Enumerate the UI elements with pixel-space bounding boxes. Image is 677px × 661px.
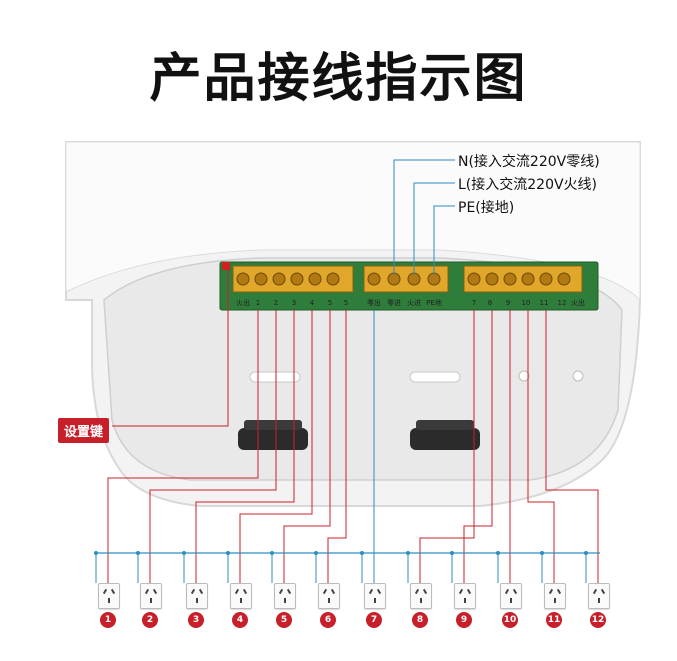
output-socket xyxy=(140,583,162,609)
output-socket xyxy=(364,583,386,609)
output-number: 4 xyxy=(232,612,248,628)
terminal-label: 9 xyxy=(506,299,510,307)
output-socket xyxy=(318,583,340,609)
output-socket xyxy=(588,583,610,609)
output-socket xyxy=(274,583,296,609)
setup-key-line xyxy=(112,268,229,427)
output-wire xyxy=(283,310,331,583)
terminal-label: 2 xyxy=(274,299,278,307)
callout-live: L(接入交流220V火线) xyxy=(458,177,598,193)
output-socket xyxy=(98,583,120,609)
output-number: 9 xyxy=(456,612,472,628)
output-socket xyxy=(454,583,476,609)
mount-slot-left xyxy=(249,371,301,383)
cable-gland-right xyxy=(410,420,480,450)
output-wire xyxy=(195,310,295,583)
output-number: 1 xyxy=(100,612,116,628)
output-wire xyxy=(239,310,313,583)
output-number: 11 xyxy=(546,612,562,628)
output-number: 6 xyxy=(320,612,336,628)
terminal-label: 11 xyxy=(540,299,549,307)
terminal-block-right xyxy=(463,265,583,293)
output-socket xyxy=(230,583,252,609)
page-title: 产品接线指示图 xyxy=(149,49,528,109)
terminal-label: 5 xyxy=(344,299,348,307)
output-socket xyxy=(500,583,522,609)
output-wire xyxy=(419,310,475,583)
output-wire xyxy=(463,310,493,583)
terminal-block-left xyxy=(232,265,354,293)
output-number: 2 xyxy=(142,612,158,628)
terminal-block-middle xyxy=(363,265,449,293)
callout-ground: PE(接地) xyxy=(458,200,515,216)
screw-hole xyxy=(572,370,584,382)
terminal-label: 火出 xyxy=(571,298,585,307)
terminal-label: 10 xyxy=(522,299,531,307)
reset-led xyxy=(222,262,230,270)
bus-dots xyxy=(94,551,588,583)
output-number: 10 xyxy=(502,612,518,628)
screw-hole xyxy=(518,370,530,382)
callout-lines xyxy=(393,159,455,275)
output-wires xyxy=(107,310,599,583)
terminal-label: PE地 xyxy=(426,298,442,307)
terminal-label: 1 xyxy=(256,299,260,307)
terminal-label: 火进 xyxy=(407,299,421,307)
output-socket xyxy=(410,583,432,609)
setup-key-label: 设置键 xyxy=(58,418,110,443)
terminal-label: 4 xyxy=(310,299,315,307)
output-socket xyxy=(544,583,566,609)
output-wire xyxy=(527,310,555,583)
mount-slot-right xyxy=(409,371,461,383)
output-number: 12 xyxy=(590,612,606,628)
output-wire xyxy=(149,310,277,583)
callout-neutral: N(接入交流220V零线) xyxy=(458,154,600,170)
terminal-label: 火出 xyxy=(236,298,250,307)
cable-gland-left xyxy=(238,420,308,450)
terminal-label: 5 xyxy=(328,299,332,307)
terminal-label: 7 xyxy=(472,299,476,307)
output-wire xyxy=(545,310,599,583)
terminal-label: 8 xyxy=(488,299,492,307)
output-number: 7 xyxy=(366,612,382,628)
output-wire xyxy=(327,310,347,583)
output-socket xyxy=(186,583,208,609)
device-cover xyxy=(65,141,641,302)
output-number: 5 xyxy=(276,612,292,628)
terminal-label: 零出 xyxy=(367,298,381,307)
output-number: 8 xyxy=(412,612,428,628)
terminal-label: 12 xyxy=(558,299,567,307)
terminal-label: 3 xyxy=(292,299,296,307)
terminal-label: 零进 xyxy=(387,299,401,307)
output-wire xyxy=(107,310,259,583)
output-number: 3 xyxy=(188,612,204,628)
